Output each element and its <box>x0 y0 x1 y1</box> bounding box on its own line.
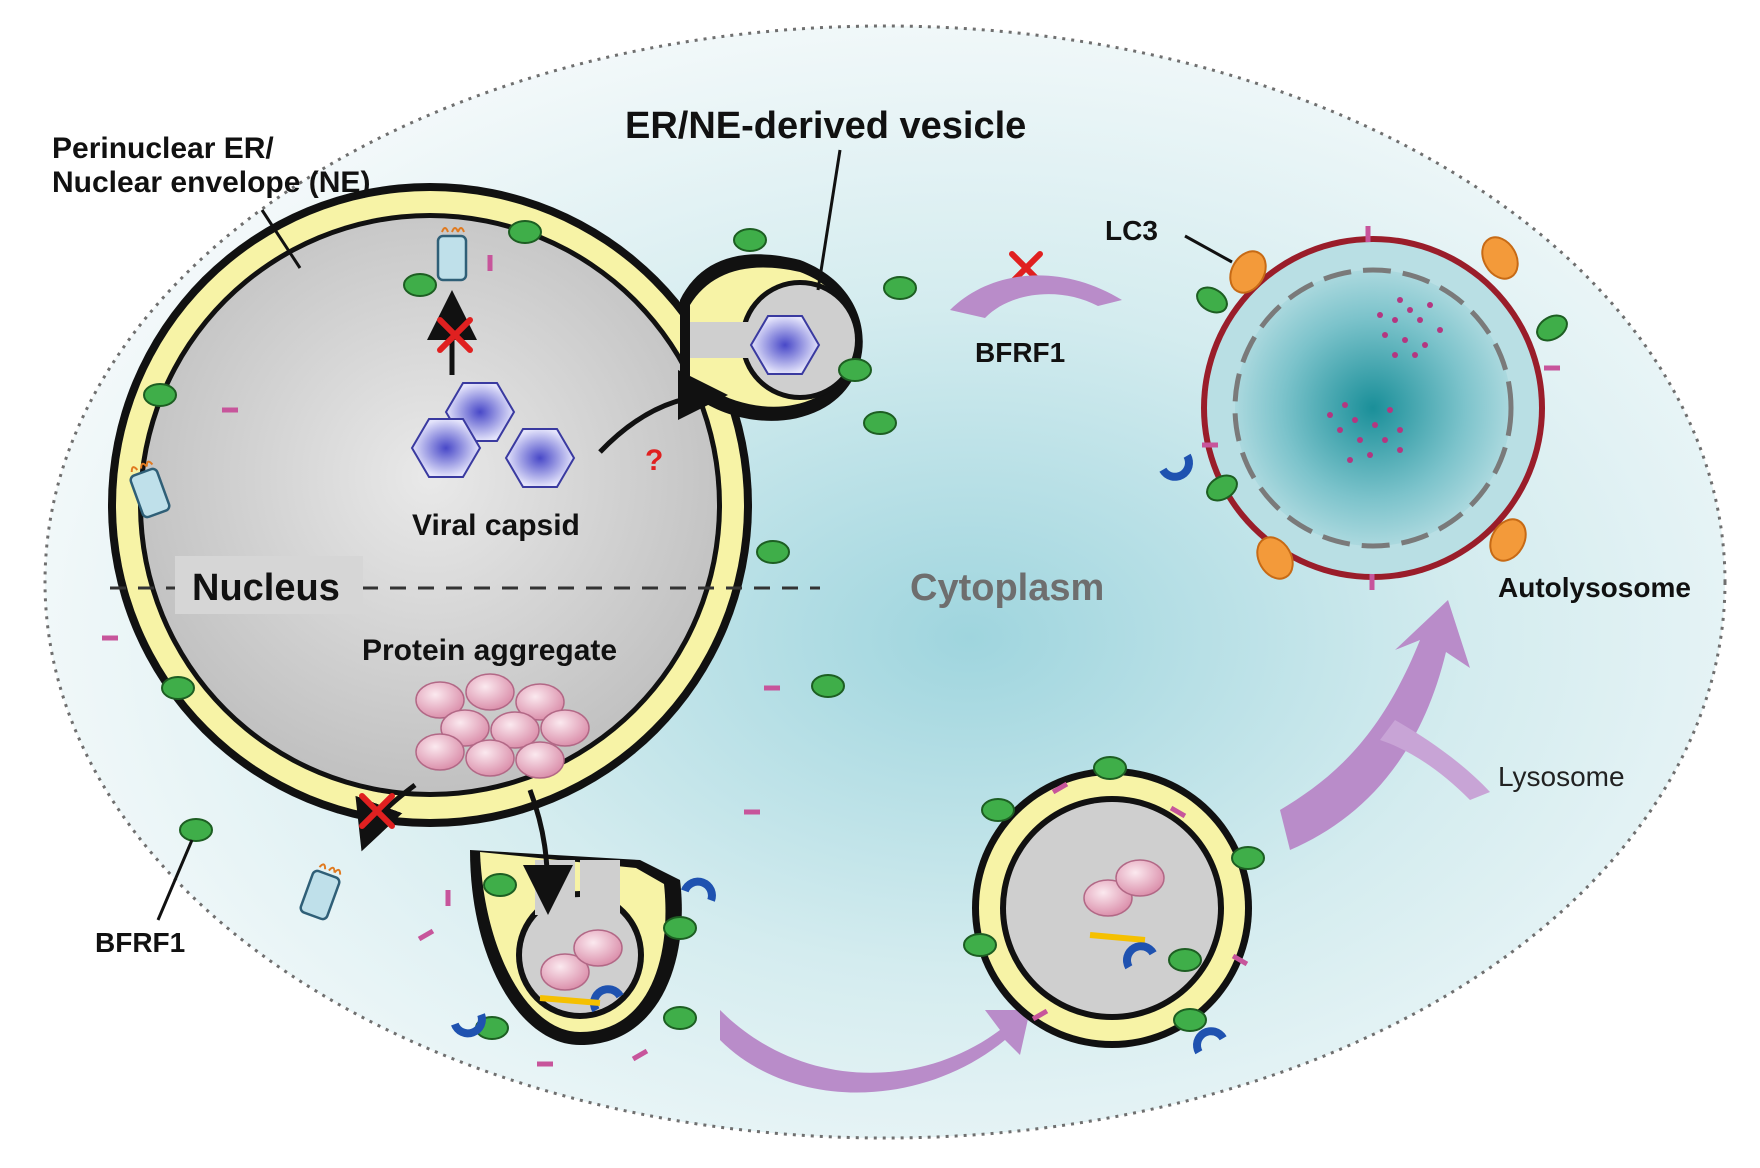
er-ne-vesicle-label: ER/NE-derived vesicle <box>625 105 1026 147</box>
tick-mark <box>445 890 451 906</box>
bfrf1-icon <box>1168 948 1202 972</box>
red-x-icon <box>437 317 473 353</box>
bfrf1-icon <box>663 1006 697 1030</box>
bfrf1-icon <box>1093 756 1127 780</box>
protein-aggregate-label: Protein aggregate <box>362 634 617 667</box>
bfrf1-arrow <box>950 275 1122 318</box>
tick-mark <box>102 635 118 641</box>
tick-mark <box>764 685 780 691</box>
red-x-icon <box>359 793 395 829</box>
bfrf1-icon <box>179 818 213 842</box>
bfrf1-icon <box>963 933 997 957</box>
leader-line <box>156 839 194 921</box>
lysosome-arrow <box>1380 720 1490 800</box>
viral-capsid-label: Viral capsid <box>412 509 580 542</box>
perinuclear-label-line2: Nuclear envelope (NE) <box>52 166 370 199</box>
bfrf1-icon <box>883 276 917 300</box>
bfrf1-icon <box>663 916 697 940</box>
bfrf1-icon <box>483 873 517 897</box>
tick-mark <box>1202 442 1218 448</box>
bfrf1-icon <box>733 228 767 252</box>
tick-mark <box>1365 226 1371 242</box>
bfrf1-icon <box>1173 1008 1207 1032</box>
leader-line <box>260 209 302 269</box>
bfrf1-bottom-label: BFRF1 <box>95 927 185 958</box>
bfrf1-top-label: BFRF1 <box>975 337 1065 368</box>
bfrf1-icon <box>811 674 845 698</box>
tick-mark <box>1369 574 1375 590</box>
lc3-label: LC3 <box>1105 215 1158 246</box>
nucleus-label: Nucleus <box>192 567 340 609</box>
vesicle-transport-arrow <box>720 1010 1030 1093</box>
nucleus-label-bg <box>175 556 363 614</box>
tick-mark <box>744 809 760 815</box>
nuclear-pore-icon <box>436 226 468 282</box>
bfrf1-icon <box>863 411 897 435</box>
aggregate-budding-arrow <box>522 789 573 915</box>
aggregate-icon <box>573 929 623 967</box>
bfrf1-icon <box>161 676 195 700</box>
fusion-arrow <box>1280 600 1470 850</box>
yellow-linker <box>539 995 601 1006</box>
tick-mark <box>222 407 238 413</box>
tick-mark <box>537 1061 553 1067</box>
question-mark: ? <box>645 444 663 477</box>
bfrf1-icon <box>981 798 1015 822</box>
tick-mark <box>1544 365 1560 371</box>
lysosome-label: Lysosome <box>1498 761 1625 792</box>
bfrf1-icon <box>403 273 437 297</box>
cytoplasm-label: Cytoplasm <box>910 567 1104 609</box>
autolysosome <box>1201 236 1545 580</box>
tick-mark <box>487 255 493 271</box>
leader-line <box>1184 234 1233 264</box>
cytoplasmic-vesicle <box>972 768 1252 1048</box>
bfrf1-icon <box>1231 846 1265 870</box>
bfrf1-icon <box>143 383 177 407</box>
perinuclear-label-line1: Perinuclear ER/ <box>52 132 274 165</box>
bfrf1-icon <box>838 358 872 382</box>
aggregate-export-arrow <box>355 783 417 852</box>
nucleus-group <box>108 183 863 1045</box>
bfrf1-icon <box>756 540 790 564</box>
leader-line <box>816 149 842 291</box>
bfrf1-icon <box>508 220 542 244</box>
budding-arrow <box>598 370 728 454</box>
autolysosome-label: Autolysosome <box>1498 572 1691 603</box>
